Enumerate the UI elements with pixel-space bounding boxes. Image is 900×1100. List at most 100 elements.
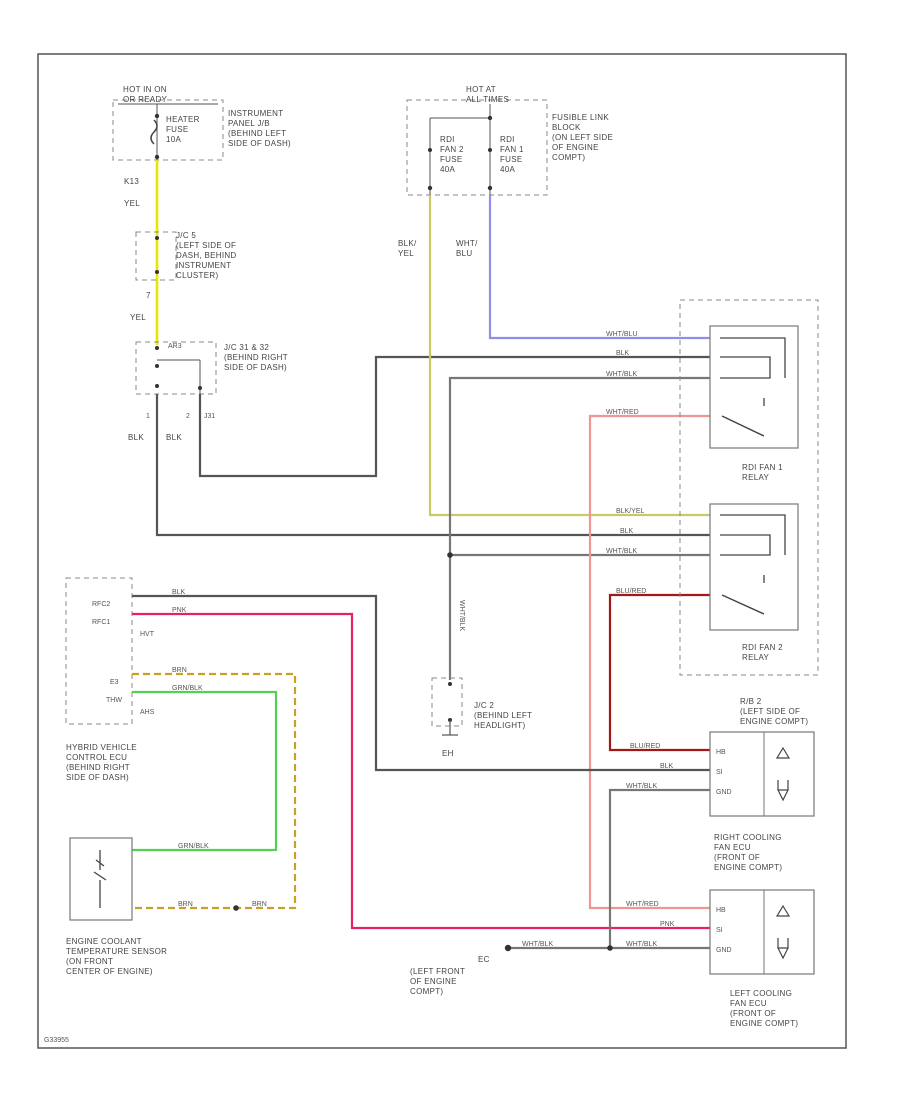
wire-wht-blu [488, 195, 710, 340]
label-blk-1: BLK [128, 433, 144, 442]
jc2-box [431, 677, 463, 727]
label-r1-wht-blu: WHT/BLU [606, 331, 638, 338]
instrument-panel-jb-box [112, 99, 224, 161]
rdi-fan1-relay [709, 325, 799, 449]
label-pin-2: 2 [186, 413, 190, 420]
label-hv-thw: THW [106, 697, 122, 704]
label-lf-si: SI [716, 927, 723, 934]
label-rf-si: SI [716, 769, 723, 776]
label-r2-blk-yel: BLK/YEL [616, 508, 645, 515]
label-ec: EC [478, 955, 490, 964]
label-yel-1: YEL [124, 199, 140, 208]
label-ec-wht-blk: WHT/BLK [522, 941, 553, 948]
label-hv-rfc2: RFC2 [92, 601, 110, 608]
label-j31: J31 [204, 413, 215, 420]
label-rf-hb: HB [716, 749, 726, 756]
label-lf-pnk: PNK [660, 921, 675, 928]
jc31-32-box [135, 341, 217, 395]
label-ects-brn-2: BRN [252, 901, 267, 908]
left-fan-motor-icon [775, 904, 791, 960]
label-k13: K13 [124, 177, 139, 186]
relay-block-box [679, 299, 819, 676]
wire-blu-red [608, 593, 710, 752]
label-hv-brn: BRN [172, 667, 187, 674]
label-hv-ahs: AHS [140, 709, 155, 716]
label-hv-pnk: PNK [172, 607, 187, 614]
label-r2-blk: BLK [620, 528, 634, 535]
label-ects-brn-1: BRN [178, 901, 193, 908]
heater-fuse-symbol [150, 119, 158, 145]
rdi-fan2-relay [709, 503, 799, 631]
label-lf-hb: HB [716, 907, 726, 914]
right-fan-motor-icon [775, 746, 791, 802]
label-rf-wht-blk: WHT/BLK [626, 783, 657, 790]
hv-ecu-box [65, 577, 133, 725]
label-rf-gnd: GND [716, 789, 732, 796]
label-rf-blu-red: BLU/RED [630, 743, 660, 750]
wire-pnk-rfc1 [132, 612, 710, 930]
relay1-switch [721, 415, 765, 437]
wire-wht-red [588, 414, 710, 910]
label-hv-rfc1: RFC1 [92, 619, 110, 626]
label-r1-wht-blk: WHT/BLK [606, 371, 637, 378]
label-wht-blk-vertical: WHT/BLK [458, 600, 465, 631]
label-eh: EH [442, 749, 454, 758]
label-ar3: AR3 [168, 343, 182, 350]
wire-blk-ground-2 [198, 355, 710, 478]
label-pin-1: 1 [146, 413, 150, 420]
label-wht-blu-vertical: WHT/BLU [456, 239, 478, 258]
engine-coolant-temp-sensor [69, 837, 133, 921]
wire-grn-blk-thw [132, 690, 278, 852]
relay2-switch [721, 594, 765, 615]
wire-blk-rfc2 [132, 594, 710, 772]
label-ects-grn-blk: GRN/BLK [178, 843, 209, 850]
label-blk-yel-vertical: BLK/YEL [398, 239, 417, 258]
wire-brn-e3 [132, 672, 297, 910]
wire-blk-ground-1 [155, 394, 710, 537]
label-lf-wht-red: WHT/RED [626, 901, 659, 908]
label-r1-blk: BLK [616, 350, 630, 357]
thermistor-symbol [93, 850, 107, 908]
fusible-link-block-box [406, 99, 548, 196]
left-cooling-fan-ecu [709, 889, 815, 975]
label-yel-2: YEL [130, 313, 146, 322]
jc5-box [135, 231, 177, 281]
diagram-frame [37, 53, 847, 1049]
label-rf-blk: BLK [660, 763, 674, 770]
label-r2-wht-blk: WHT/BLK [606, 548, 637, 555]
label-lf-wht-blk: WHT/BLK [626, 941, 657, 948]
ground-ec-dot [504, 944, 512, 952]
wire-blk-yel [428, 195, 710, 517]
label-hv-blk: BLK [172, 589, 186, 596]
label-r2-blu-red: BLU/RED [616, 588, 646, 595]
label-r1-wht-red: WHT/RED [606, 409, 639, 416]
relay1-coil [720, 356, 771, 379]
label-lf-gnd: GND [716, 947, 732, 954]
label-hv-hvt: HVT [140, 631, 155, 638]
label-blk-2: BLK [166, 433, 182, 442]
label-hv-e3: E3 [110, 679, 119, 686]
relay2-coil [720, 534, 771, 556]
label-diagram-code: G33955 [44, 1037, 69, 1044]
label-pin-7: 7 [146, 291, 151, 300]
wire-wht-blk-r1 [448, 376, 710, 680]
label-hv-grn-blk: GRN/BLK [172, 685, 203, 692]
